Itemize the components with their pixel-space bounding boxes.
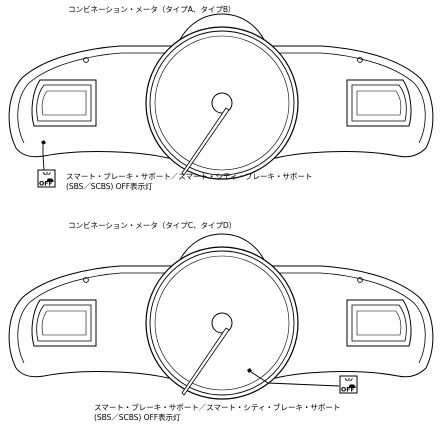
- top-combination-meter: [8, 13, 434, 180]
- sbs-scbs-off-indicator-icon: [37, 169, 56, 189]
- top-indicator-description: スマート・ブレーキ・サポート／スマート・シティ・ブレーキ・サポート (SBS／S…: [66, 172, 312, 192]
- top-cluster-indicator-lamp: [41, 140, 46, 145]
- bottom-cluster-indicator-lamp: [247, 368, 252, 373]
- top-diagram-title: コンビネーション・メータ（タイプA、タイプB）: [68, 5, 236, 14]
- bottom-leader-line: [250, 371, 340, 387]
- bottom-combination-meter: [8, 233, 434, 400]
- sbs-scbs-off-indicator-icon: [339, 375, 358, 395]
- bottom-indicator-description-line2: (SBS／SCBS) OFF表示灯: [94, 413, 181, 422]
- bottom-diagram-title: コンビネーション・メータ（タイプC、タイプD）: [68, 221, 237, 230]
- bottom-indicator-description-line1: スマート・ブレーキ・サポート／スマート・シティ・ブレーキ・サポート: [94, 403, 341, 412]
- top-indicator-description-line1: スマート・ブレーキ・サポート／スマート・シティ・ブレーキ・サポート: [66, 172, 313, 181]
- top-leader-line: [42, 145, 45, 171]
- top-indicator-description-line2: (SBS／SCBS) OFF表示灯: [66, 182, 153, 191]
- bottom-indicator-description: スマート・ブレーキ・サポート／スマート・シティ・ブレーキ・サポート (SBS／S…: [94, 403, 340, 423]
